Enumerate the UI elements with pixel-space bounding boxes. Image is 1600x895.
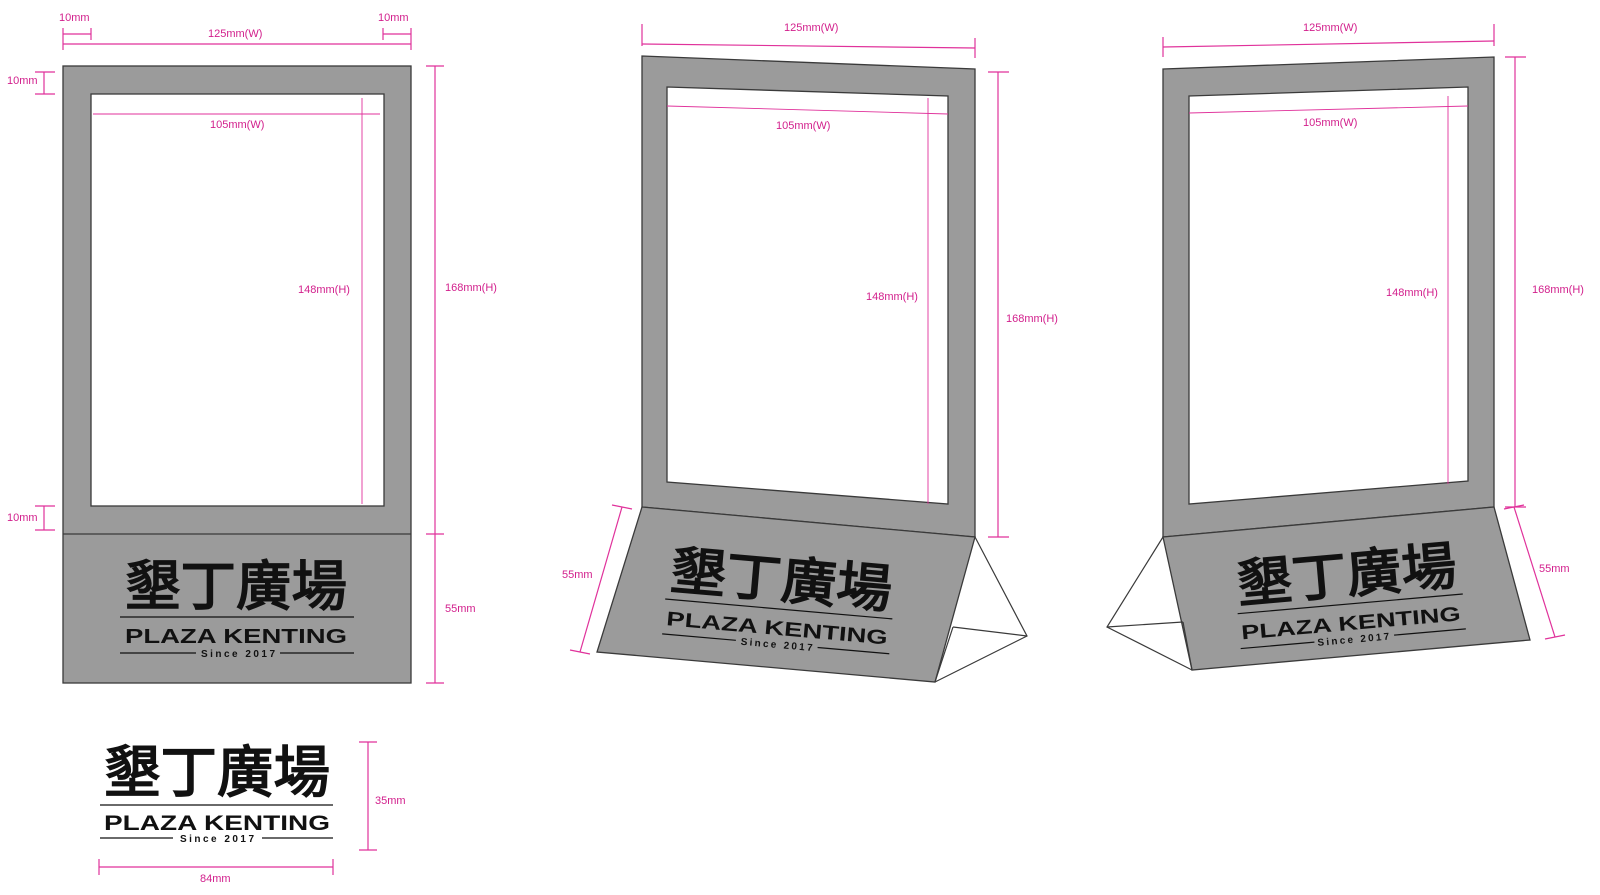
persp1-photo-window [666,86,949,505]
front-photo-window [90,93,385,507]
persp1-outer-height: 168mm(H) [1006,313,1058,325]
perspective-view-left: 125mm(W) 105mm(W) 148mm(H) 168mm(H) 55mm… [562,22,1058,683]
logo-english: PLAZA KENTING [125,626,347,648]
persp2-outer-height: 168mm(H) [1532,284,1584,296]
detail-logo-english: PLAZA KENTING [104,812,330,835]
persp2-base-height: 55mm [1539,563,1570,575]
dim-right-margin: 10mm [378,12,409,24]
dim-inner-height: 148mm(H) [298,284,350,296]
persp1-inner-height: 148mm(H) [866,291,918,303]
dim-logo-height: 35mm [375,795,406,807]
logo-detail: 墾丁廣場 PLAZA KENTING Since 2017 35mm 84mm [98,740,406,885]
dim-left-margin: 10mm [59,12,90,24]
detail-logo-since: Since 2017 [180,834,254,845]
logo-chinese: 墾丁廣場 [125,554,347,618]
dim-logo-width: 84mm [200,873,231,885]
persp2-photo-window [1188,86,1469,505]
persp1-outer-width: 125mm(W) [784,22,838,34]
persp1-inner-width: 105mm(W) [776,120,830,132]
detail-logo-chinese: 墾丁廣場 [104,740,330,806]
front-logo: 墾丁廣場 PLAZA KENTING Since 2017 [120,554,354,660]
dim-outer-width: 125mm(W) [208,28,262,40]
persp2-inner-width: 105mm(W) [1303,117,1357,129]
persp2-inner-height: 148mm(H) [1386,287,1438,299]
dim-inner-width: 105mm(W) [210,119,264,131]
perspective-view-right: 125mm(W) 105mm(W) 148mm(H) 168mm(H) 55mm… [1106,22,1584,671]
front-view: 10mm 10mm 125mm(W) 105mm(W) 148mm(H) 10m… [7,12,497,684]
dim-top-margin: 10mm [7,75,38,87]
dim-bottom-margin: 10mm [7,512,38,524]
persp1-base-height: 55mm [562,569,593,581]
persp2-base [1162,506,1531,671]
persp2-outer-width: 125mm(W) [1303,22,1357,34]
dim-base-height: 55mm [445,603,476,615]
dim-outer-height: 168mm(H) [445,282,497,294]
